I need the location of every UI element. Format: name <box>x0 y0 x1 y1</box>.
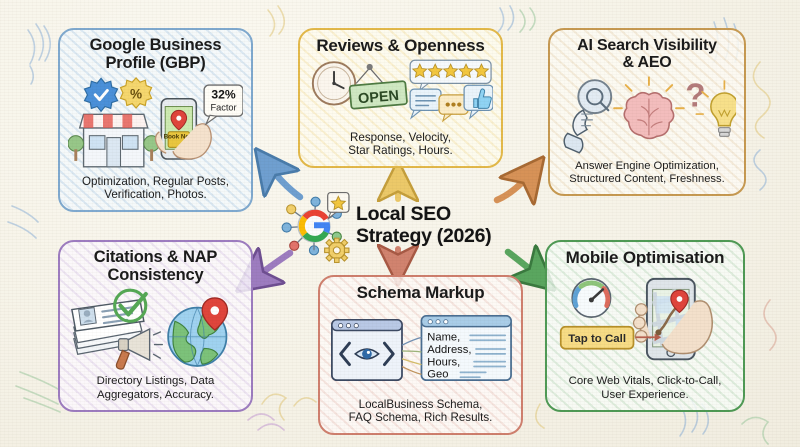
panel-artwork: ? <box>558 72 736 160</box>
panel-title: Google Business Profile (GBP) <box>89 36 222 72</box>
svg-text:%: % <box>130 86 142 101</box>
schema-field: Name, <box>427 331 460 343</box>
chat-bubble-icon <box>409 88 442 120</box>
business-cards-icon <box>71 298 145 355</box>
panel-google-business-profile[interactable]: Google Business Profile (GBP) % <box>58 28 253 212</box>
panel-title: AI Search Visibility & AEO <box>577 37 717 72</box>
panel-mobile-optimisation[interactable]: Mobile Optimisation <box>545 240 745 412</box>
panel-description: Answer Engine Optimization, Structured C… <box>569 159 725 185</box>
google-g-network-icon <box>281 191 350 264</box>
panel-title: Schema Markup <box>356 283 485 302</box>
discount-percent-badge-icon: % <box>119 76 153 109</box>
cta-label: Tap to Call <box>568 333 626 345</box>
code-eye-browser-icon <box>331 318 403 382</box>
hand-holding-phone-icon: Book Now <box>154 97 212 160</box>
schema-fields-window: Name, Address, Hours, Geo <box>420 315 512 382</box>
panel-schema-markup[interactable]: Schema Markup <box>318 275 523 435</box>
svg-text:?: ? <box>685 76 705 113</box>
lightbulb-icon <box>695 79 736 137</box>
schema-field: Hours, <box>427 357 460 369</box>
panel-artwork: Name, Address, Hours, Geo <box>328 302 513 397</box>
speedometer-gauge-icon <box>571 278 612 319</box>
central-hub: Local SEO Strategy (2026) <box>276 183 528 269</box>
tap-to-call-button: Tap to Call <box>559 326 662 350</box>
panel-description: Response, Velocity, Star Ratings, Hours. <box>348 130 453 158</box>
hub-title: Local SEO Strategy (2026) <box>356 203 492 247</box>
panel-artwork: % <box>68 73 243 175</box>
map-pin-icon <box>670 290 689 314</box>
panel-ai-search-visibility-aeo[interactable]: AI Search Visibility & AEO <box>548 28 746 196</box>
panel-title: Reviews & Openness <box>316 36 485 55</box>
phone-cta-label: Book Now <box>164 133 195 140</box>
schema-field: Address, <box>427 344 471 356</box>
open-sign-label: OPEN <box>357 88 399 108</box>
panel-artwork <box>68 285 243 375</box>
panel-citations-nap-consistency[interactable]: Citations & NAP Consistency <box>58 240 253 412</box>
panel-description: Directory Listings, Data Aggregators, Ac… <box>96 375 215 401</box>
panel-artwork: Tap to Call <box>555 267 735 375</box>
panel-description: Optimization, Regular Posts, Verificatio… <box>82 174 229 202</box>
hand-holding-phone-map-icon <box>632 278 714 361</box>
megaphone-icon <box>115 327 163 370</box>
open-sign-icon: OPEN <box>348 63 408 110</box>
map-pin-icon <box>201 297 229 331</box>
question-mark-icon: ? <box>685 76 705 113</box>
thumbs-up-icon <box>463 84 493 120</box>
robot-hand-magnifier-icon <box>563 78 613 154</box>
panel-title: Mobile Optimisation <box>565 248 725 267</box>
panel-title: Citations & NAP Consistency <box>93 248 218 284</box>
percent-factor-callout: 32% Factor <box>203 84 243 126</box>
brain-icon <box>613 75 685 139</box>
clock-icon <box>311 61 357 106</box>
five-star-rating-icon <box>409 59 492 92</box>
storefront-icon <box>68 113 160 168</box>
panel-artwork: OPEN <box>308 55 493 130</box>
panel-description: Core Web Vitals, Click-to-Call, User Exp… <box>568 375 722 401</box>
star-badge-icon <box>327 191 350 220</box>
badge-value: 32% <box>211 87 236 101</box>
map-pin-icon <box>170 109 188 131</box>
ellipsis-bubble-icon <box>438 94 469 123</box>
green-check-icon <box>113 288 148 323</box>
panel-reviews-openness[interactable]: Reviews & Openness OPEN <box>298 28 503 168</box>
globe-icon <box>167 306 228 367</box>
badge-label: Factor <box>210 102 236 112</box>
schema-field: Geo <box>427 368 448 380</box>
verified-check-badge-icon <box>83 77 119 112</box>
panel-description: LocalBusiness Schema, FAQ Schema, Rich R… <box>348 397 493 425</box>
gear-icon <box>324 237 350 264</box>
